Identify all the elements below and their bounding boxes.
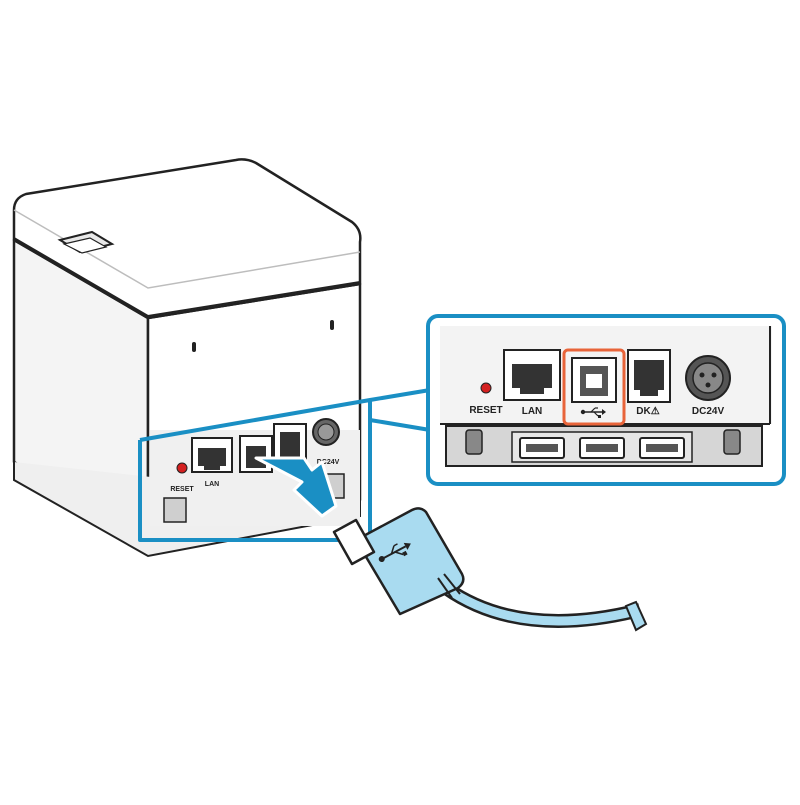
rear-foot-left xyxy=(163,497,187,523)
usb-icon xyxy=(378,542,411,563)
dc24v-port[interactable] xyxy=(312,418,340,446)
magnified-usb-label-icon xyxy=(580,407,606,418)
cable-end xyxy=(624,600,648,632)
reset-button[interactable] xyxy=(176,462,188,474)
magnified-dk-label: DK⚠ xyxy=(636,406,659,417)
dc24v-label-small: DC24V xyxy=(317,459,340,466)
usb-host-port-3[interactable] xyxy=(639,437,685,459)
lid-latch-icon xyxy=(57,230,115,254)
reset-label: RESET xyxy=(170,486,194,493)
usb-host-port-2[interactable] xyxy=(579,437,625,459)
magnified-reset-label: RESET xyxy=(469,405,502,416)
magnified-lan-port[interactable] xyxy=(503,349,561,401)
printer-lid-seam xyxy=(13,237,361,318)
side-slot-left xyxy=(192,342,196,352)
magnified-dk-port[interactable] xyxy=(627,349,671,403)
magnified-reset-button[interactable] xyxy=(480,382,492,394)
insert-direction-arrow xyxy=(254,456,338,518)
cable-connector-body xyxy=(354,507,465,616)
magnified-dc24v-label: DC24V xyxy=(692,406,725,417)
usb-port-highlight xyxy=(562,348,626,426)
printer-top-edge xyxy=(13,209,361,289)
lan-port[interactable] xyxy=(191,437,233,473)
cable-plug-tip xyxy=(332,518,376,566)
lan-label: LAN xyxy=(205,481,219,488)
usb-b-port[interactable] xyxy=(239,435,273,473)
printer-top-face xyxy=(12,158,362,320)
usb-cable xyxy=(332,507,648,632)
side-slot-right xyxy=(330,320,334,330)
magnified-dc24v-port[interactable] xyxy=(685,355,731,401)
magnified-lan-label: LAN xyxy=(522,406,543,417)
usb-host-port-1[interactable] xyxy=(519,437,565,459)
magnified-usb-b-port[interactable] xyxy=(571,357,617,403)
magnified-port-panel: RESET LAN DK⚠ xyxy=(426,314,786,486)
cable-wire xyxy=(443,584,642,626)
